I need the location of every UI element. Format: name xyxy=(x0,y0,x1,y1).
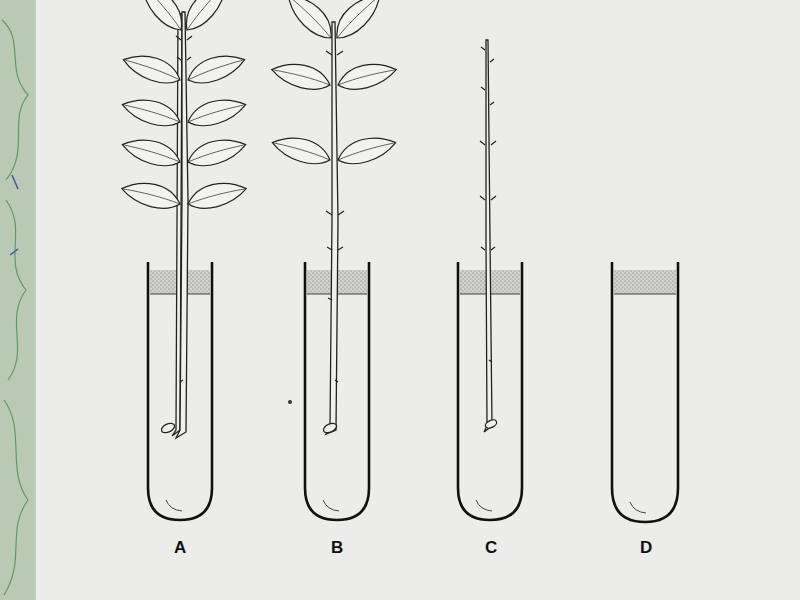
tube-label: C xyxy=(485,538,497,558)
tube-label: B xyxy=(331,538,343,558)
tube-label: A xyxy=(174,538,186,558)
tube-label: D xyxy=(640,538,652,558)
